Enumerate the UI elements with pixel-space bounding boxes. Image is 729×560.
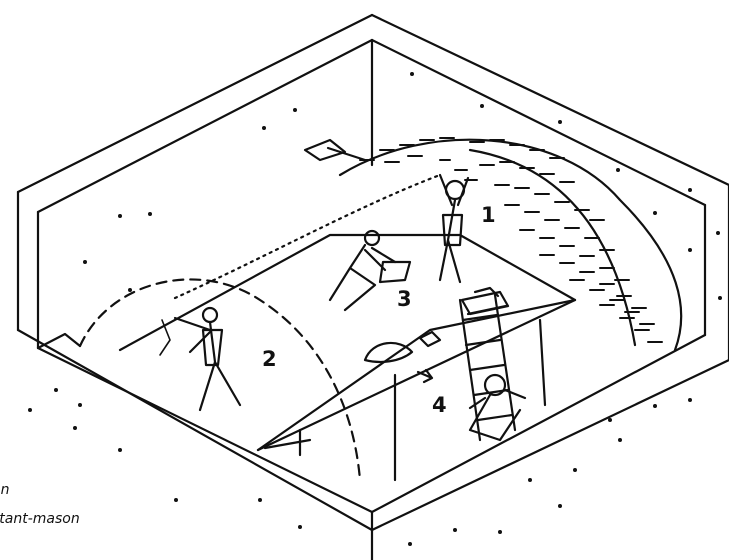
back-wall-right-top-inner	[372, 40, 705, 205]
label-number-3: 3	[397, 287, 412, 311]
wall-texture-dots	[28, 72, 722, 546]
label-number-4: 4	[432, 393, 447, 417]
worker-assistant-figure	[160, 308, 240, 410]
dashed-arch-guide	[80, 279, 360, 480]
scaffold-deck-edge	[258, 300, 575, 450]
back-wall-left-top-inner	[38, 40, 372, 212]
back-wall-right-top	[372, 15, 729, 185]
floor-front-right	[372, 335, 705, 512]
worker-mason-figure	[440, 175, 468, 282]
legend-line-1: on	[0, 482, 9, 498]
scaffold-leg-2	[540, 320, 545, 405]
back-wall-left-top	[18, 15, 372, 192]
label-number-1: 1	[481, 203, 496, 227]
floor-front-left	[38, 348, 372, 512]
brick-vault	[175, 138, 681, 350]
floor-front-right-outer	[372, 360, 729, 530]
ladder	[460, 295, 515, 440]
trowel-icon	[305, 140, 365, 160]
floor-front-left-outer	[18, 330, 372, 530]
floor-back-left	[38, 334, 80, 348]
brick-stack	[462, 288, 508, 314]
legend-line-2: stant-mason	[0, 511, 80, 527]
mortar-pile	[365, 332, 440, 382]
label-number-2: 2	[262, 347, 277, 371]
